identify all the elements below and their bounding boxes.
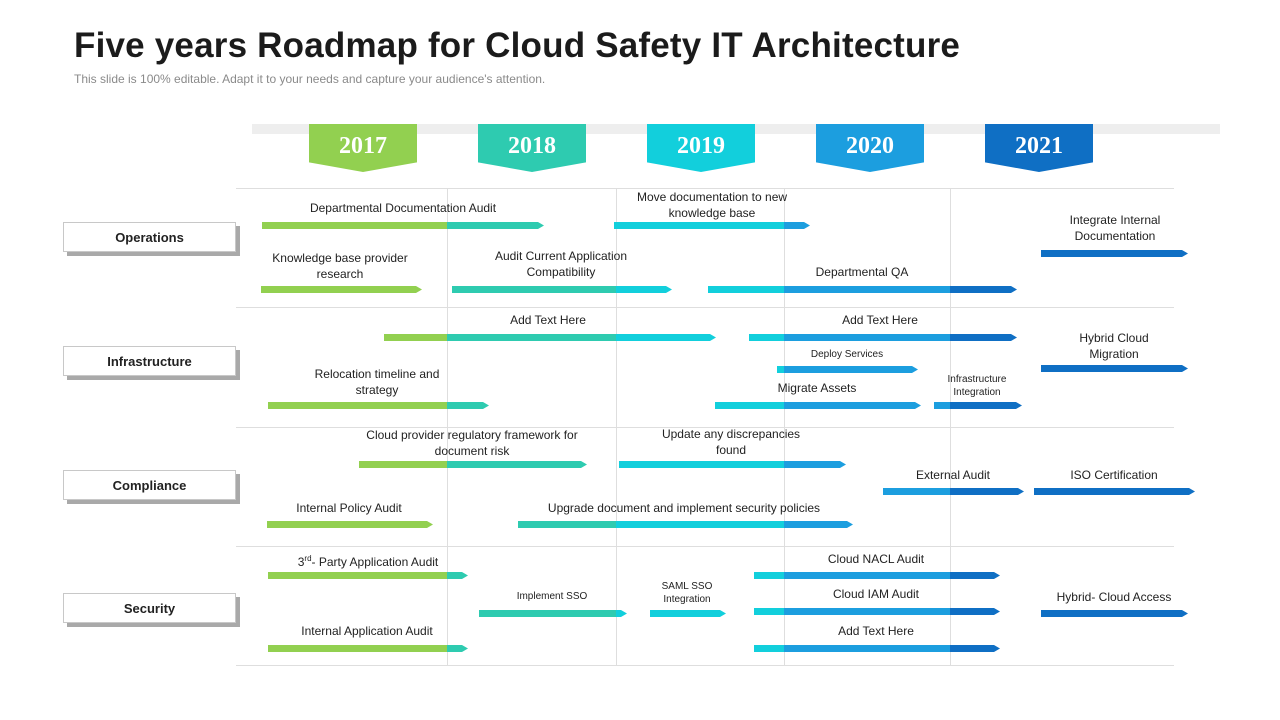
category-compliance: Compliance	[63, 470, 236, 500]
task-bar-t20	[268, 572, 468, 579]
task-label: Hybrid- Cloud Access	[1056, 590, 1172, 604]
task-label: ISO Certification	[1070, 468, 1158, 482]
task-bar-t14	[359, 461, 587, 468]
page-subtitle: This slide is 100% editable. Adapt it to…	[74, 72, 546, 86]
task-bar-t15	[619, 461, 846, 468]
category-operations: Operations	[63, 222, 236, 252]
task-label: Knowledge base provider research	[272, 251, 408, 281]
task-bar-t3	[1041, 250, 1188, 257]
task-label: Hybrid Cloud Migration	[1079, 331, 1149, 361]
task-bar-t12	[715, 402, 921, 409]
category-infrastructure: Infrastructure	[63, 346, 236, 376]
task-bar-t27	[754, 645, 1000, 652]
year-marker-2020: 2020	[816, 124, 924, 172]
task-label: Deploy Services	[810, 349, 884, 360]
task-label: Upgrade document and implement security …	[547, 501, 821, 515]
task-bar-t25	[1041, 610, 1188, 617]
task-bar-t22	[479, 610, 627, 617]
task-label: Cloud NACL Audit	[827, 552, 925, 566]
task-bar-t18	[267, 521, 433, 528]
task-bar-t11	[268, 402, 489, 409]
task-bar-t23	[650, 610, 726, 617]
task-bar-t24	[754, 608, 1000, 615]
year-marker-2021: 2021	[985, 124, 1093, 172]
year-marker-2018: 2018	[478, 124, 586, 172]
task-bar-t10	[777, 366, 918, 373]
grid-line	[236, 188, 1174, 189]
task-label: Integrate Internal Documentation	[1069, 213, 1161, 243]
task-label: Add Text Here	[842, 313, 918, 327]
grid-line	[236, 307, 1174, 308]
year-divider	[784, 188, 785, 666]
task-label: Departmental QA	[815, 265, 909, 279]
task-label: Cloud IAM Audit	[832, 587, 920, 601]
task-bar-t1	[262, 222, 544, 229]
task-label: Departmental Documentation Audit	[309, 201, 497, 215]
task-bar-t16	[883, 488, 1024, 495]
year-divider	[950, 188, 951, 666]
task-bar-t19	[518, 521, 853, 528]
task-bar-t6	[708, 286, 1017, 293]
year-marker-2017: 2017	[309, 124, 417, 172]
task-label: Internal Policy Audit	[296, 501, 402, 515]
task-label: SAML SSO Integration	[661, 581, 713, 605]
task-label: Add Text Here	[838, 624, 914, 638]
task-label: External Audit	[915, 468, 991, 482]
task-bar-t2	[614, 222, 810, 229]
grid-line	[236, 546, 1174, 547]
task-bar-t21	[754, 572, 1000, 579]
task-label: Implement SSO	[516, 591, 588, 602]
task-label: Move documentation to new knowledge base	[636, 190, 788, 220]
task-label: Audit Current Application Compatibility	[494, 249, 628, 279]
task-label: Infrastructure Integration	[947, 374, 1007, 398]
task-bar-t13	[934, 402, 1022, 409]
year-divider	[616, 188, 617, 666]
task-label: Add Text Here	[510, 313, 586, 327]
page-title: Five years Roadmap for Cloud Safety IT A…	[74, 26, 961, 65]
year-divider	[447, 188, 448, 666]
task-bar-t4	[261, 286, 422, 293]
year-marker-2019: 2019	[647, 124, 755, 172]
task-label: Migrate Assets	[777, 381, 857, 395]
task-label-superscript: rd	[304, 554, 312, 563]
task-label: Relocation timeline and strategy	[314, 367, 440, 397]
grid-line	[236, 427, 1174, 428]
task-label-rest: - Party Application Audit	[311, 555, 439, 569]
task-bar-t7	[384, 334, 716, 341]
category-security: Security	[63, 593, 236, 623]
task-label-number: 3	[297, 555, 305, 569]
task-label: Cloud provider regulatory framework for …	[366, 428, 578, 458]
task-label: Update any discrepancies found	[661, 427, 801, 457]
task-bar-t26	[268, 645, 468, 652]
task-bar-t17	[1034, 488, 1195, 495]
grid-line	[236, 665, 1174, 666]
task-label: 3rd- Party Application Audit	[268, 551, 468, 570]
task-bar-t8	[749, 334, 1017, 341]
task-bar-t5	[452, 286, 672, 293]
task-bar-t9	[1041, 365, 1188, 372]
task-label: Internal Application Audit	[301, 624, 433, 638]
